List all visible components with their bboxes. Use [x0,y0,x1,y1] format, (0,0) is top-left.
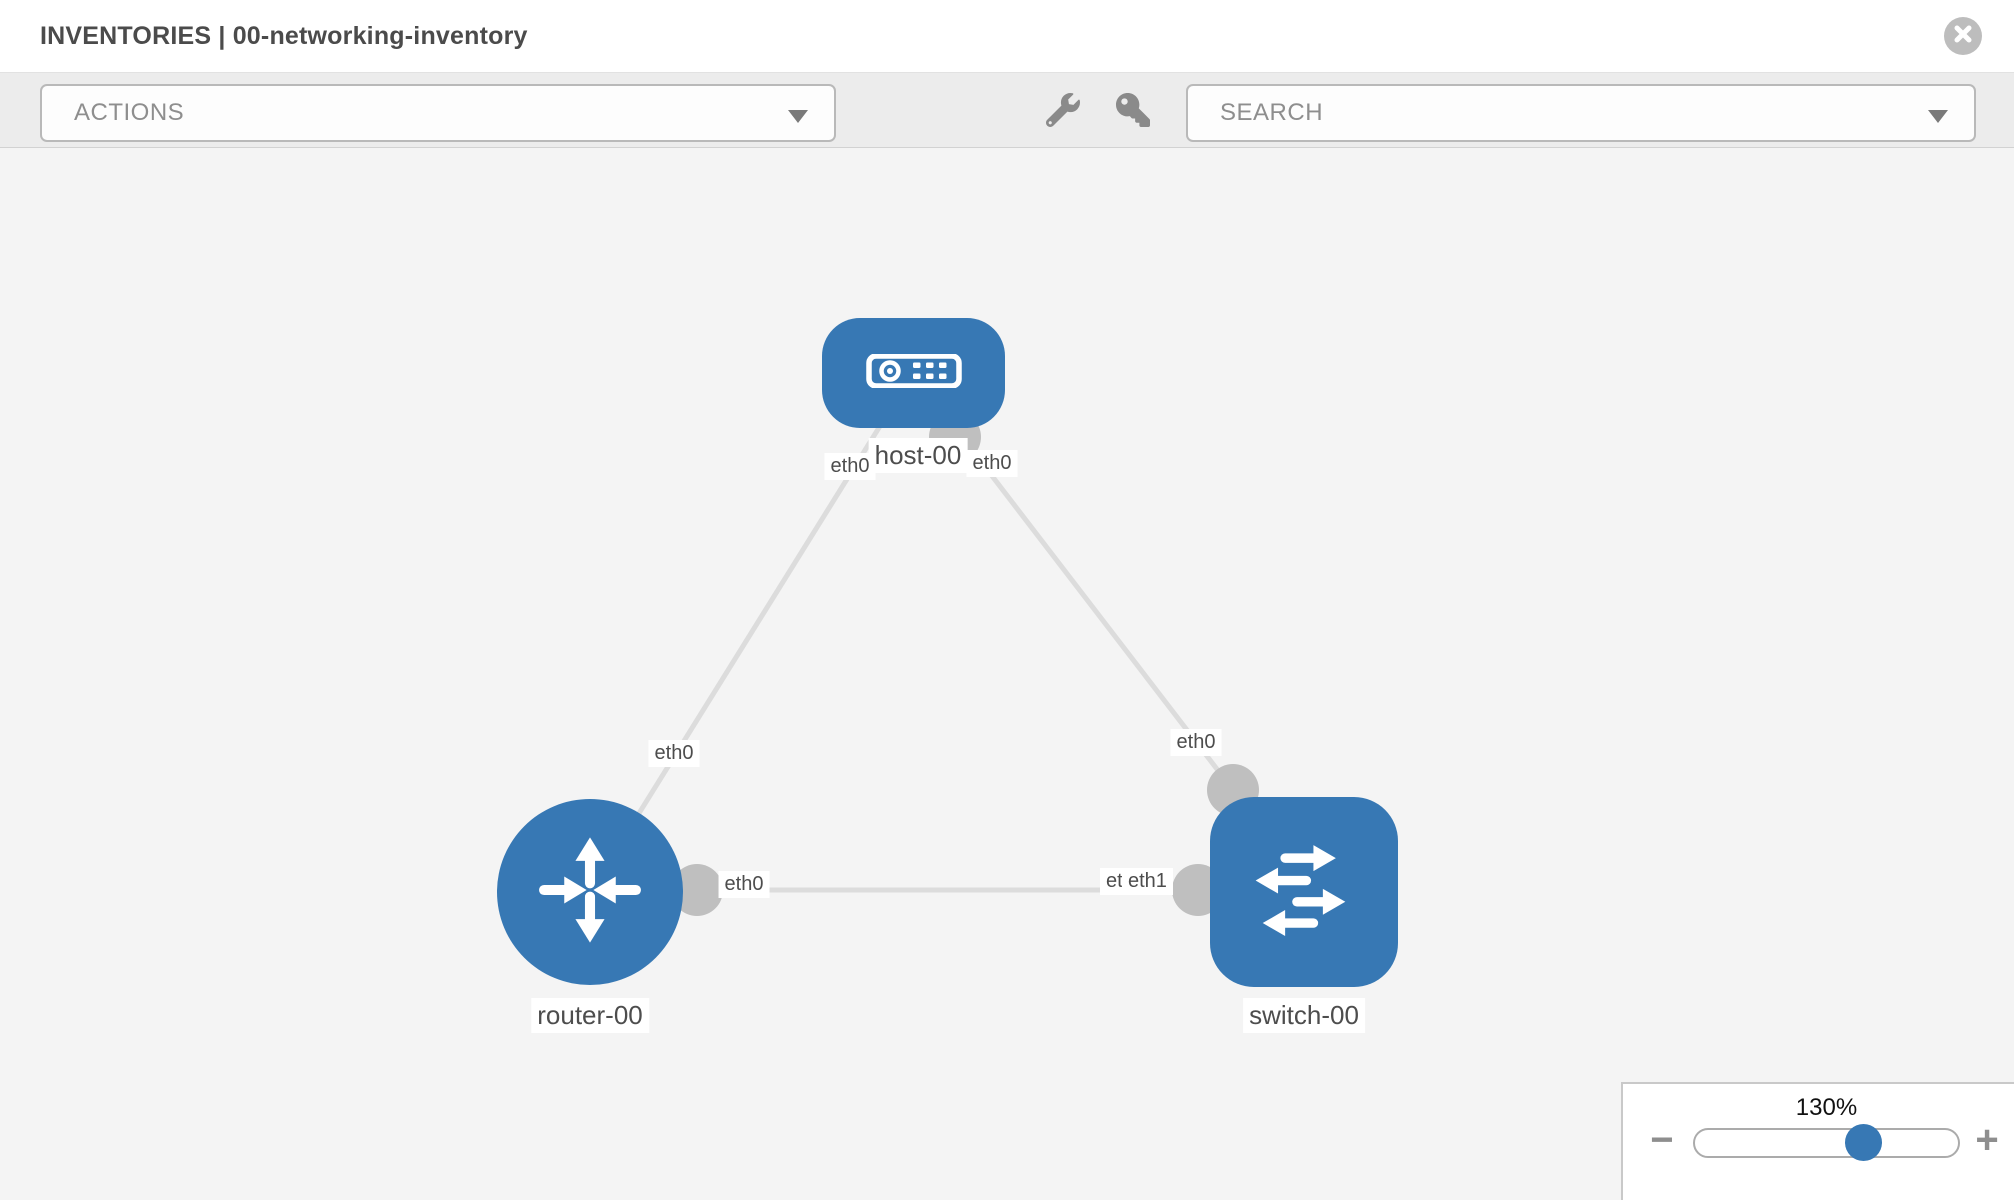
router-icon [534,834,646,951]
node-switch-00[interactable] [1210,797,1398,987]
key-icon [1116,92,1150,132]
zoom-out-button[interactable]: − [1650,1118,1674,1162]
zoom-in-button[interactable]: + [1975,1118,1999,1162]
search-dropdown[interactable]: SEARCH [1186,84,1976,142]
credentials-button[interactable] [1114,92,1152,132]
toolbar: ACTIONS SEARCH [0,72,2014,148]
interface-label-router-eth0: eth0 [718,871,770,898]
interface-dot-router[interactable] [671,864,723,916]
interface-label-router-link-eth0: eth0 [648,740,700,767]
topology-canvas[interactable]: host-00 router-00 switch-00 eth0 eth0 et… [0,148,2014,1200]
interface-label-host-eth0-left: eth0 [824,453,876,480]
zoom-slider-knob[interactable] [1845,1124,1883,1161]
interface-label-host-eth0-right: eth0 [966,450,1018,477]
node-router-00[interactable] [497,799,683,985]
zoom-level-value: 130% [1795,1094,1858,1121]
zoom-panel: 130% − + [1621,1082,2014,1200]
chevron-down-icon [788,110,808,123]
node-label-router: router-00 [531,998,649,1033]
search-dropdown-label: SEARCH [1220,99,1324,126]
close-button[interactable] [1944,17,1982,55]
links-layer [587,371,1304,916]
page-header: INVENTORIES | 00-networking-inventory [0,0,2014,72]
node-label-switch: switch-00 [1243,998,1365,1033]
wrench-icon [1045,92,1080,132]
actions-dropdown-label: ACTIONS [74,99,185,126]
zoom-slider[interactable] [1693,1124,1960,1161]
node-host-00[interactable] [822,318,1005,428]
node-label-host: host-00 [868,438,968,473]
close-icon [1952,23,1974,50]
actions-dropdown[interactable]: ACTIONS [40,84,836,142]
host-device-icon [865,352,962,393]
adhoc-commands-button[interactable] [1044,92,1082,132]
interface-label-switch-link-eth0: eth0 [1170,729,1222,756]
chevron-down-icon [1928,110,1948,123]
interface-label-switch-eth1: eth1 [1122,868,1173,895]
page-title: INVENTORIES | 00-networking-inventory [40,21,528,50]
switch-icon [1245,831,1363,954]
